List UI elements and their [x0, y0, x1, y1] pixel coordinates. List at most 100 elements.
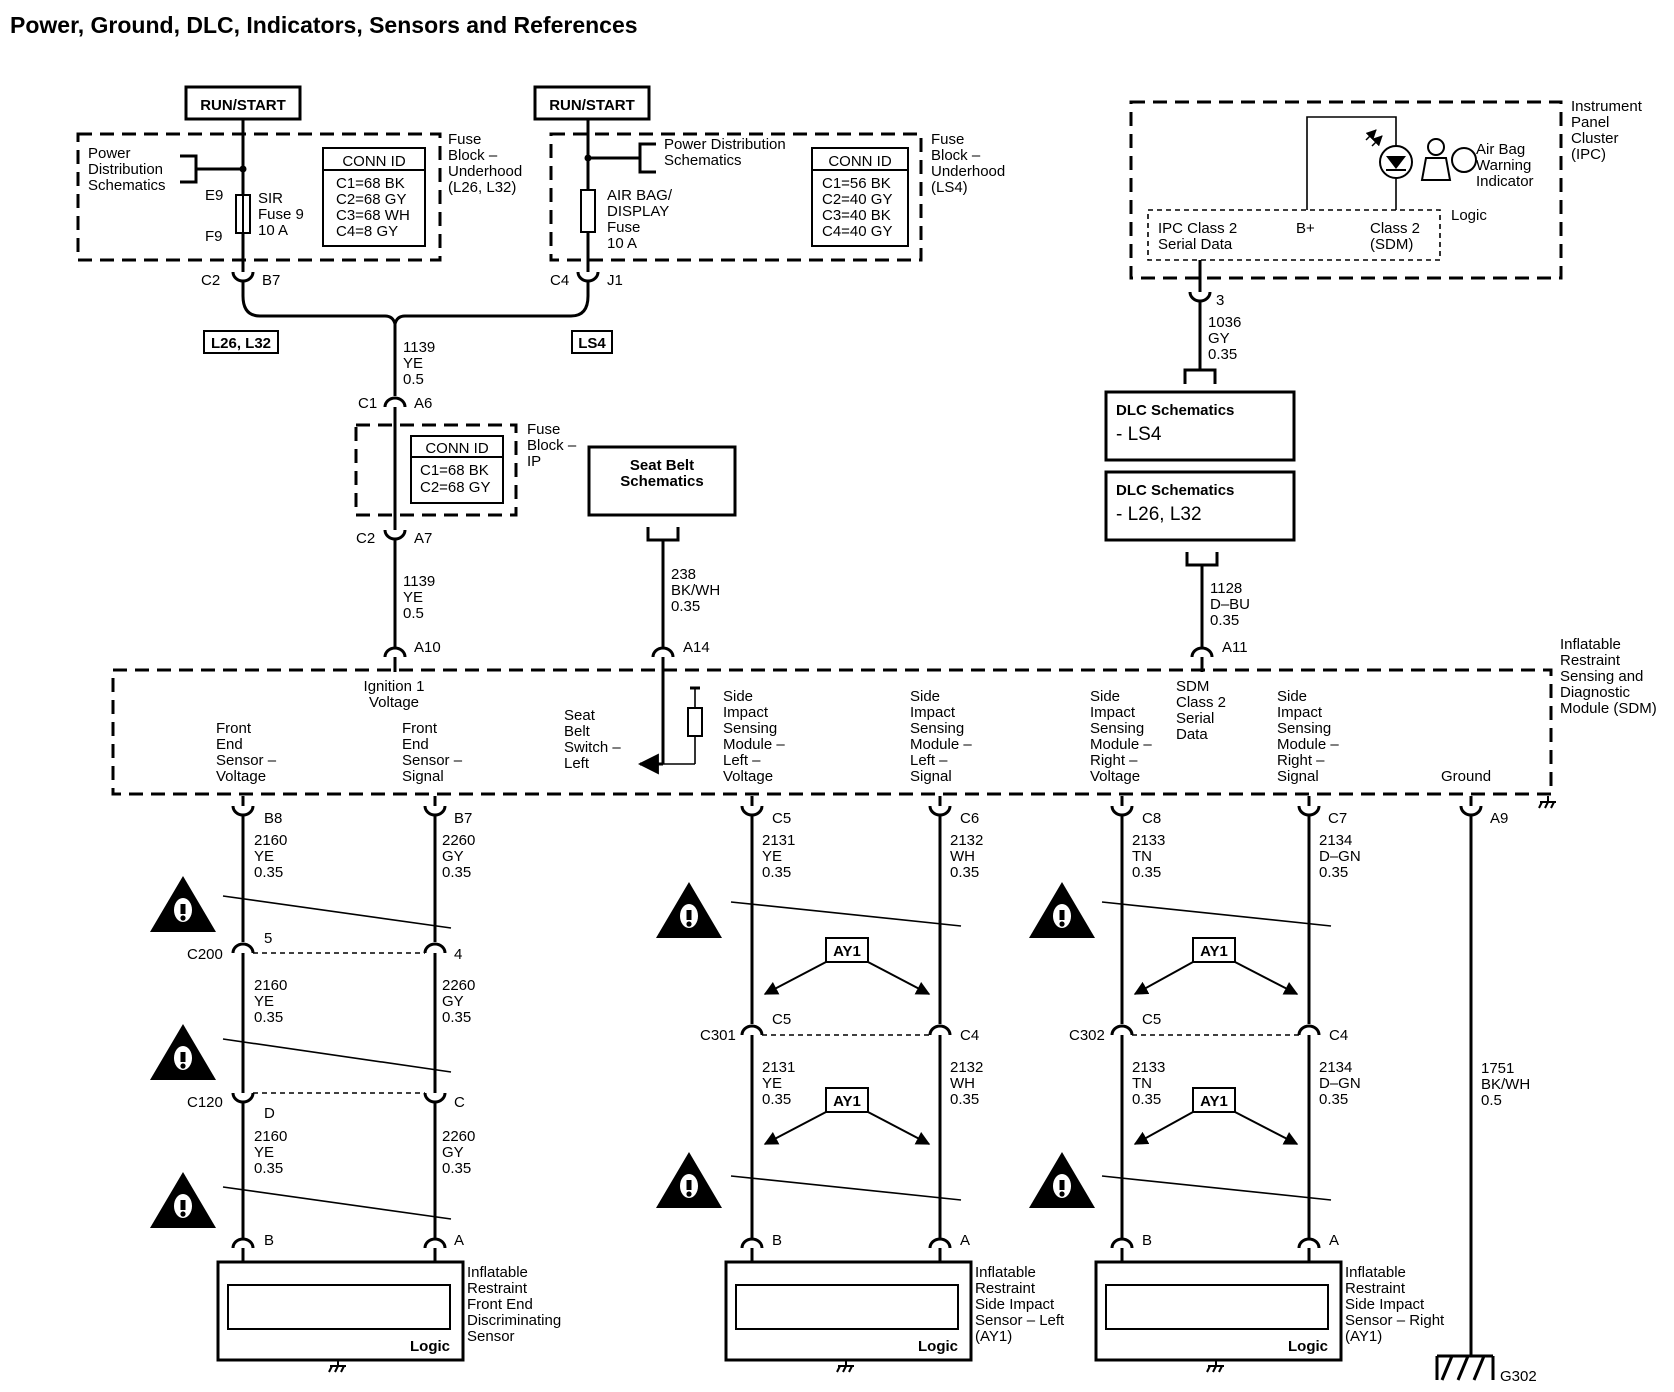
w2134-b-1: 2134 [1319, 1059, 1352, 1076]
wire-1139-bottom-2: YE [403, 589, 423, 606]
w2260-c-1: 2260 [442, 1128, 475, 1145]
sir-fuse-1: SIR [258, 190, 283, 207]
dlc-l26-2: - L26, L32 [1116, 504, 1202, 525]
w2160-c-2: YE [254, 1144, 274, 1161]
seat-belt-box-1: Seat Belt [630, 457, 694, 474]
airbag-indicator-3: Indicator [1476, 173, 1534, 190]
front-sensor-label-2: Restraint [467, 1280, 528, 1297]
pds-left-2: Distribution [88, 161, 163, 178]
warning-icon-right-2 [1029, 1152, 1095, 1208]
w2134-a-2: D–GN [1319, 848, 1361, 865]
ipc-bplus: B+ [1296, 220, 1315, 237]
sdm-ign-1: Ignition 1 [364, 678, 425, 695]
fuse-block-ip-label-2: Block – [527, 437, 577, 454]
sdm-label-3: Sensing and [1560, 668, 1643, 685]
conn-id-title-left: CONN ID [342, 153, 406, 170]
pin-f9: F9 [205, 228, 223, 245]
sdm-serial-3: Serial [1176, 710, 1214, 727]
dlc-ls4-1: DLC Schematics [1116, 402, 1234, 419]
sdm-ign-2: Voltage [369, 694, 419, 711]
fuse-block-underhood-l26: RUN/START Power Distribution Schematics … [76, 85, 522, 296]
sis-lv-3: Sensing [723, 720, 777, 737]
front-sensor-ground-icon [328, 1359, 347, 1373]
seat-belt-circuit: Seat Belt Schematics 238 BK/WH 0.35 A14 [587, 445, 737, 658]
ipc-class2-2: (SDM) [1370, 236, 1413, 253]
wire-1139-top-3: 0.5 [403, 371, 424, 388]
pin-a-left: A [960, 1232, 970, 1249]
pin-a6: A6 [414, 395, 432, 412]
airbag-fuse-2: DISPLAY [607, 203, 669, 220]
pin-a-front: A [454, 1232, 464, 1249]
fes-s-4: Signal [402, 768, 444, 785]
ay1-left-1: AY1 [833, 943, 861, 960]
fuse-block-left-label-4: (L26, L32) [448, 179, 516, 196]
pin-c5: C5 [772, 810, 791, 827]
sdm-serial-2: Class 2 [1176, 694, 1226, 711]
conn-line-right-1: C1=56 BK [822, 175, 891, 192]
ipc-label-4: (IPC) [1571, 146, 1606, 163]
sis-lv-4: Module – [723, 736, 785, 753]
ipc-label-3: Cluster [1571, 130, 1619, 147]
fuse-block-right-label-1: Fuse [931, 131, 964, 148]
conn-c120-d: D [264, 1105, 275, 1122]
ipc-serial-1: IPC Class 2 [1158, 220, 1237, 237]
left-sensor-label-2: Restraint [975, 1280, 1036, 1297]
sdm-label-4: Diagnostic [1560, 684, 1631, 701]
run-start-label-right: RUN/START [549, 97, 635, 114]
pds-left-1: Power [88, 145, 131, 162]
wire-1139-bottom-1: 1139 [403, 573, 435, 590]
warning-icon-right-1 [1029, 882, 1095, 938]
side-impact-right-circuit: 2133 TN 0.35 2134 D–GN 0.35 AY1 C302 C5 … [1029, 815, 1361, 1285]
sis-ls-2: Impact [910, 704, 956, 721]
pin-a11: A11 [1222, 639, 1248, 656]
w2133-a-3: 0.35 [1132, 864, 1161, 881]
sis-rv-6: Voltage [1090, 768, 1140, 785]
sis-lv-2: Impact [723, 704, 769, 721]
front-sensor-label-5: Sensor [467, 1328, 515, 1345]
pin-e9: E9 [205, 187, 223, 204]
sis-rv-3: Sensing [1090, 720, 1144, 737]
pin-b-right: B [1142, 1232, 1152, 1249]
option-ls4: LS4 [578, 335, 606, 352]
fuse-block-ip-label-3: IP [527, 453, 541, 470]
w2260-a-2: GY [442, 848, 464, 865]
pin-a14: A14 [683, 639, 710, 656]
sis-ls-3: Sensing [910, 720, 964, 737]
seat-belt-box-2: Schematics [620, 473, 703, 490]
w2132-b-3: 0.35 [950, 1091, 979, 1108]
w2134-a-3: 0.35 [1319, 864, 1348, 881]
wire-1036-1: 1036 [1208, 314, 1241, 331]
sdm-ground-icon [1538, 795, 1557, 809]
wire-1128-1: 1128 [1210, 580, 1242, 597]
pin-j1: J1 [607, 272, 623, 289]
sis-rv-4: Module – [1090, 736, 1152, 753]
w2134-b-3: 0.35 [1319, 1091, 1348, 1108]
wire-1128-2: D–BU [1210, 596, 1250, 613]
sis-ls-4: Module – [910, 736, 972, 753]
warning-icon-left-1 [656, 882, 722, 938]
conn-c2-ip: C2 [356, 530, 375, 547]
sis-rv-2: Impact [1090, 704, 1136, 721]
w2132-a-1: 2132 [950, 832, 983, 849]
fes-v-3: Sensor – [216, 752, 277, 769]
conn-c200-5: 5 [264, 930, 272, 947]
pin-c7: C7 [1328, 810, 1347, 827]
w2260-b-3: 0.35 [442, 1009, 471, 1026]
instrument-panel-cluster: Instrument Panel Cluster (IPC) Air Bag W… [1129, 98, 1643, 384]
w2131-a-3: 0.35 [762, 864, 791, 881]
wire-1139: 1139 YE 0.5 C1 A6 CONN ID C1=68 BK C2=68… [354, 324, 577, 658]
fuse-block-underhood-ls4: RUN/START Power Distribution Schematics … [533, 85, 1005, 296]
sdm-ground: Ground [1441, 768, 1491, 785]
conn-c200-4: 4 [454, 946, 462, 963]
conn-c301-c4: C4 [960, 1027, 979, 1044]
fes-v-1: Front [216, 720, 252, 737]
wire-1139-bottom-3: 0.5 [403, 605, 424, 622]
w2134-a-1: 2134 [1319, 832, 1352, 849]
fuse-block-right-label-3: Underhood [931, 163, 1005, 180]
conn-c2-left: C2 [201, 272, 220, 289]
w1751-1: 1751 [1481, 1060, 1514, 1077]
w2134-b-2: D–GN [1319, 1075, 1361, 1092]
airbag-indicator-1: Air Bag [1476, 141, 1525, 158]
sis-rs-3: Sensing [1277, 720, 1331, 737]
